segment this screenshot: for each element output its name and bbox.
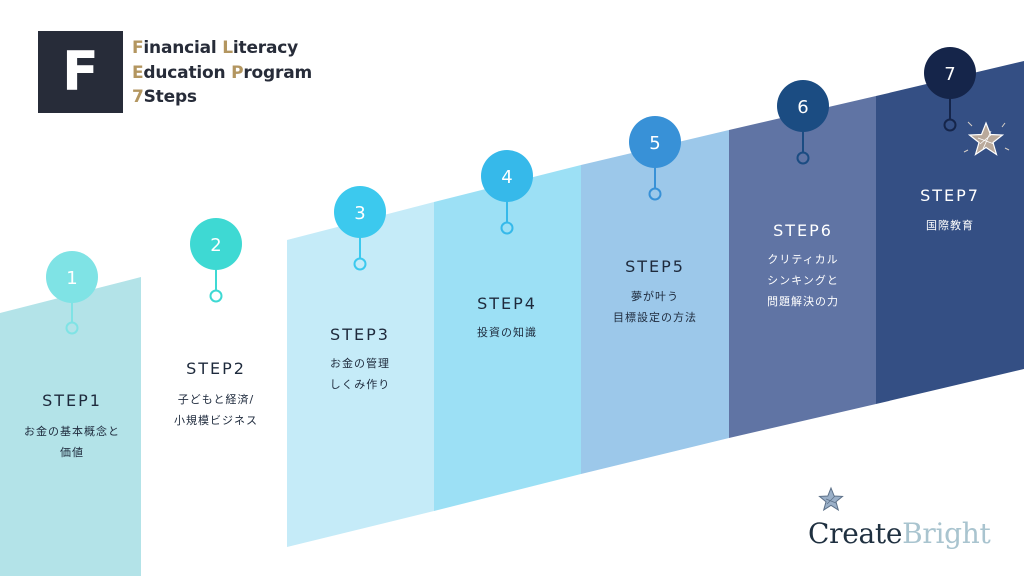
step-title-4: STEP4 (477, 294, 537, 313)
brand-star-icon (818, 486, 844, 512)
step-label-6: STEP6 クリティカル シンキングと 問題解決の力 (767, 221, 839, 312)
step-circle-7 (924, 47, 976, 99)
step-circle-1 (46, 251, 98, 303)
step-number-1: 1 (66, 268, 77, 289)
brand-part-create: Create (808, 517, 903, 550)
step-desc-3: お金の管理 しくみ作り (329, 357, 391, 391)
band-step5 (581, 130, 729, 474)
step-label-5: STEP5 夢が叶う 目標設定の方法 (613, 257, 697, 328)
sketch-star-icon (963, 121, 1010, 156)
step-number-4: 4 (501, 167, 512, 188)
step-desc-5: 夢が叶う 目標設定の方法 (613, 290, 697, 324)
step-desc-6: クリティカル シンキングと 問題解決の力 (767, 253, 839, 308)
step-desc-7: 国際教育 (926, 219, 974, 232)
step-label-2: STEP2 子どもと経済/ 小規模ビジネス (174, 359, 258, 431)
title-line-1: Financial Literacy (132, 38, 298, 58)
brand-wordmark: CreateBright (808, 514, 991, 554)
step-number-7: 7 (944, 64, 955, 85)
band-step1 (0, 277, 141, 576)
step-circle-2 (190, 218, 242, 270)
step-label-7: STEP7 国際教育 (920, 186, 980, 236)
step-number-2: 2 (210, 235, 221, 256)
title-line-2: Education Program (132, 62, 312, 83)
step-number-6: 6 (797, 97, 808, 118)
band-step6 (729, 96, 876, 438)
pin-ring-7 (943, 118, 957, 132)
step-label-4: STEP4 投資の知識 (477, 294, 537, 343)
brand-part-bright: Bright (902, 517, 991, 550)
step-number-5: 5 (649, 133, 660, 154)
step-label-3: STEP3 お金の管理 しくみ作り (330, 325, 390, 395)
pin-ring-1 (65, 321, 79, 335)
pin-ring-6 (796, 151, 810, 165)
step-circle-6 (777, 80, 829, 132)
logo-badge: F (38, 31, 123, 113)
step-title-3: STEP3 (330, 325, 390, 344)
step-label-1: STEP1 お金の基本概念と 価値 (24, 391, 120, 463)
step-circle-5 (629, 116, 681, 168)
step-title-6: STEP6 (773, 221, 833, 240)
program-title: Financial Literacy Education Program 7St… (132, 36, 327, 110)
step-desc-4: 投資の知識 (477, 326, 537, 339)
title-line-3: 7Steps (132, 87, 197, 107)
logo-letter: F (62, 40, 99, 103)
pin-ring-5 (648, 187, 662, 201)
step-desc-1: お金の基本概念と 価値 (24, 425, 120, 459)
pin-ring-4 (500, 221, 514, 235)
step-circle-3 (334, 186, 386, 238)
pin-ring-3 (353, 257, 367, 271)
band-step3 (287, 202, 434, 547)
pin-ring-2 (209, 289, 223, 303)
step-title-2: STEP2 (186, 359, 246, 378)
step-title-5: STEP5 (625, 257, 685, 276)
step-title-1: STEP1 (42, 391, 102, 410)
band-step4 (434, 165, 581, 511)
step-number-3: 3 (354, 203, 365, 224)
step-desc-2: 子どもと経済/ 小規模ビジネス (174, 393, 258, 427)
step-circle-4 (481, 150, 533, 202)
step-title-7: STEP7 (920, 186, 980, 205)
